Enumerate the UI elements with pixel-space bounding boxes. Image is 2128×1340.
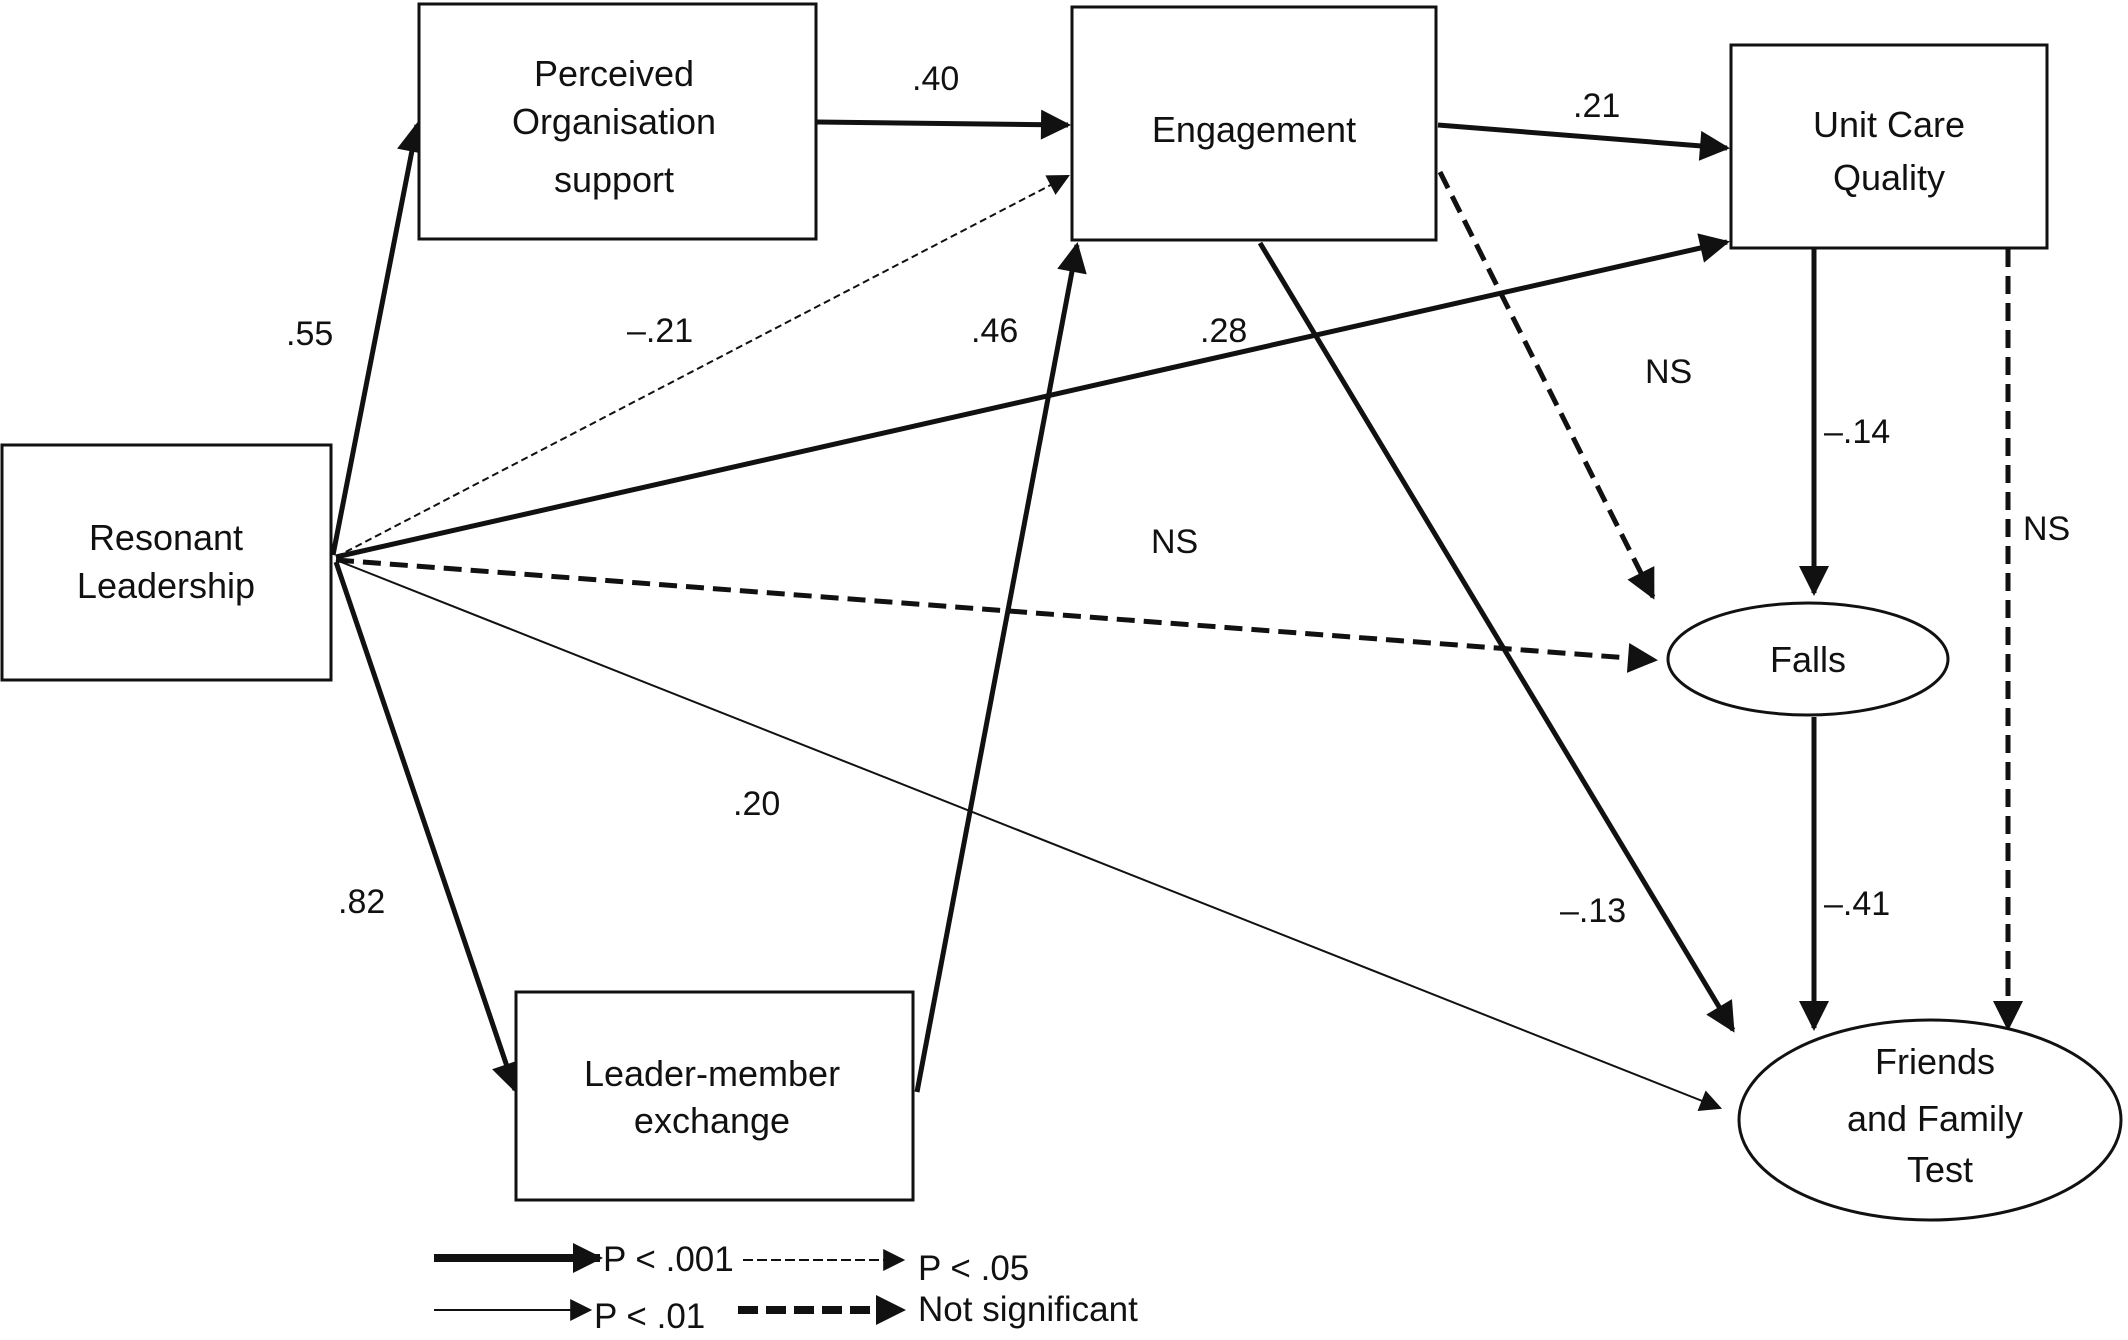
svg-text:Friends: Friends xyxy=(1875,1041,1995,1082)
coef-lmx-to-engagement: .46 xyxy=(971,312,1018,350)
legend-label-p05: P < .05 xyxy=(918,1249,1029,1288)
legend: P < .001 P < .05 P < .01 Not significant xyxy=(434,1240,1138,1336)
svg-text:Leadership: Leadership xyxy=(77,565,255,606)
node-unit-care-quality: Unit Care Quality xyxy=(1729,43,2049,250)
svg-text:Test: Test xyxy=(1907,1149,1973,1190)
node-friends-and-family-test: Friends and Family Test xyxy=(1737,1018,2123,1222)
node-resonant-leadership: Resonant Leadership xyxy=(0,443,333,682)
svg-text:exchange: exchange xyxy=(634,1100,790,1141)
svg-text:Leader-member: Leader-member xyxy=(584,1053,840,1094)
arrow-rl-to-lmx xyxy=(333,561,521,1093)
node-leader-member-exchange: Leader-member exchange xyxy=(514,990,915,1202)
legend-label-p001: P < .001 xyxy=(603,1240,734,1279)
arrow-engagement-to-ucq xyxy=(1437,122,1730,161)
svg-text:Organisation: Organisation xyxy=(512,101,716,142)
svg-text:Engagement: Engagement xyxy=(1152,109,1356,150)
svg-text:Perceived: Perceived xyxy=(534,53,694,94)
coef-rl-to-engagement: –.21 xyxy=(627,312,693,350)
arrow-engagement-to-fft xyxy=(1257,241,1736,1033)
coef-rl-to-lmx: .82 xyxy=(338,883,385,921)
node-engagement: Engagement xyxy=(1070,5,1438,242)
coef-rl-to-ucq: .28 xyxy=(1200,312,1247,350)
coef-engagement-to-fft: –.13 xyxy=(1560,892,1626,930)
coef-pos-to-engagement: .40 xyxy=(912,60,959,98)
svg-text:Quality: Quality xyxy=(1833,157,1945,198)
coef-engagement-to-falls: NS xyxy=(1645,353,1692,391)
arrow-engagement-to-falls xyxy=(1437,170,1656,600)
coef-rl-to-fft: .20 xyxy=(733,785,780,823)
arrow-rl-to-fft xyxy=(335,559,1723,1111)
arrow-lmx-to-engagement xyxy=(914,242,1087,1093)
coef-ucq-to-falls: –.14 xyxy=(1824,413,1890,451)
legend-label-p01: P < .01 xyxy=(594,1297,705,1336)
arrow-rl-to-falls xyxy=(335,557,1658,673)
node-perceived-organisation-support: Perceived Organisation support xyxy=(417,2,818,241)
svg-text:Resonant: Resonant xyxy=(89,517,243,558)
svg-text:support: support xyxy=(554,159,674,200)
coef-rl-to-falls: NS xyxy=(1151,523,1198,561)
arrow-pos-to-engagement xyxy=(816,109,1071,140)
coef-falls-to-fft: –.41 xyxy=(1824,885,1890,923)
coef-engagement-to-ucq: .21 xyxy=(1573,87,1620,125)
svg-text:Unit Care: Unit Care xyxy=(1813,104,1965,145)
svg-text:and Family: and Family xyxy=(1847,1098,2023,1139)
svg-text:Falls: Falls xyxy=(1770,639,1846,680)
node-falls: Falls xyxy=(1666,601,1950,717)
legend-label-ns: Not significant xyxy=(918,1290,1138,1329)
coef-ucq-to-fft: NS xyxy=(2023,510,2070,548)
coef-rl-to-pos: .55 xyxy=(286,315,333,353)
arrow-rl-to-ucq xyxy=(335,233,1730,560)
arrow-rl-to-engagement xyxy=(335,174,1070,558)
arrow-rl-to-pos xyxy=(330,122,427,556)
